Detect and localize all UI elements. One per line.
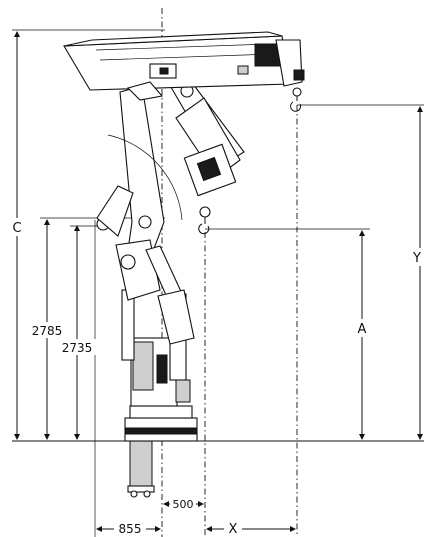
- main-boom: [96, 85, 195, 345]
- dimension-c-label: C: [12, 221, 21, 236]
- dimension-2735-label: 2735: [62, 341, 93, 355]
- outer-boom: [167, 79, 245, 235]
- dimension-500-label: 500: [173, 498, 194, 511]
- extension-boom: [63, 31, 305, 112]
- far-hook: [290, 96, 302, 112]
- dimension-2785-label: 2785: [32, 324, 63, 338]
- near-hook: [198, 217, 210, 235]
- dimension-a-label: A: [358, 322, 367, 337]
- dimension-y-label: Y: [412, 251, 421, 266]
- dimension-855-label: 855: [119, 522, 142, 536]
- dimension-x-label: X: [229, 522, 238, 537]
